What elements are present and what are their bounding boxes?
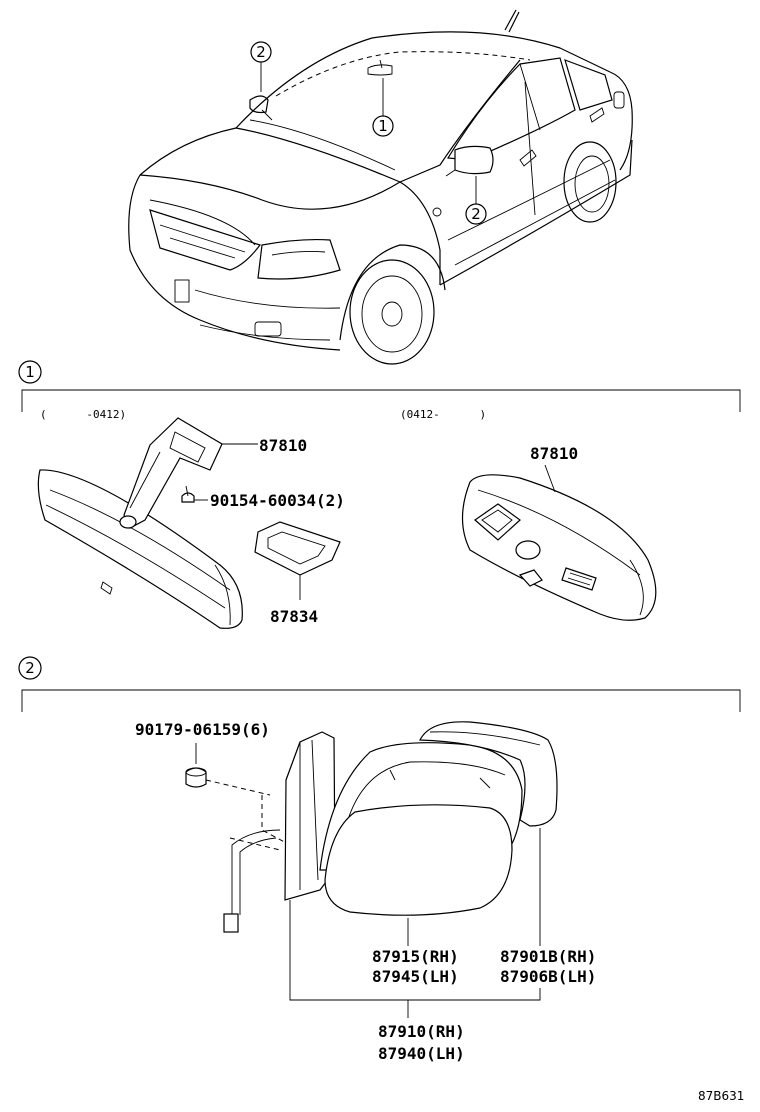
part-87810-right: 87810 [530,444,578,463]
part-87834: 87834 [270,607,318,626]
part-90154-60034: 90154-60034(2) [210,491,345,510]
range-right-label: (0412- ) [400,408,486,421]
section-1-frame [18,360,741,412]
part-87940-lh: 87940(LH) [378,1044,465,1063]
section-1-callout: 1 [25,363,35,381]
part-87910-rh: 87910(RH) [378,1022,465,1041]
range-left-label: ( -0412) [40,408,126,421]
inner-mirror-left [37,469,243,629]
callout-two-car-right: 2 [471,205,481,223]
part-87906b-lh: 87906B(LH) [500,967,596,986]
wire-harness [223,795,291,933]
part-87945-lh: 87945(LH) [372,967,459,986]
assembly-bracket [289,900,541,1018]
inner-mirror-right [461,464,657,621]
mirror-cover [419,721,558,946]
mirror-bracket-left [119,417,258,529]
nut-90179 [185,743,271,796]
part-87810-left: 87810 [259,436,307,455]
section-2-frame [18,656,741,712]
section-2-callout: 2 [25,659,35,677]
cover-87834 [254,521,341,600]
car-illustration [128,9,633,365]
mirror-glass [324,804,513,946]
part-87915-rh: 87915(RH) [372,947,459,966]
diagram-code: 87B631 [698,1089,744,1103]
callout-two-car-left: 2 [256,43,266,61]
part-90179-06159: 90179-06159(6) [135,720,270,739]
screw-90154 [181,485,208,503]
part-87901b-rh: 87901B(RH) [500,947,596,966]
callout-one-car: 1 [378,117,388,135]
